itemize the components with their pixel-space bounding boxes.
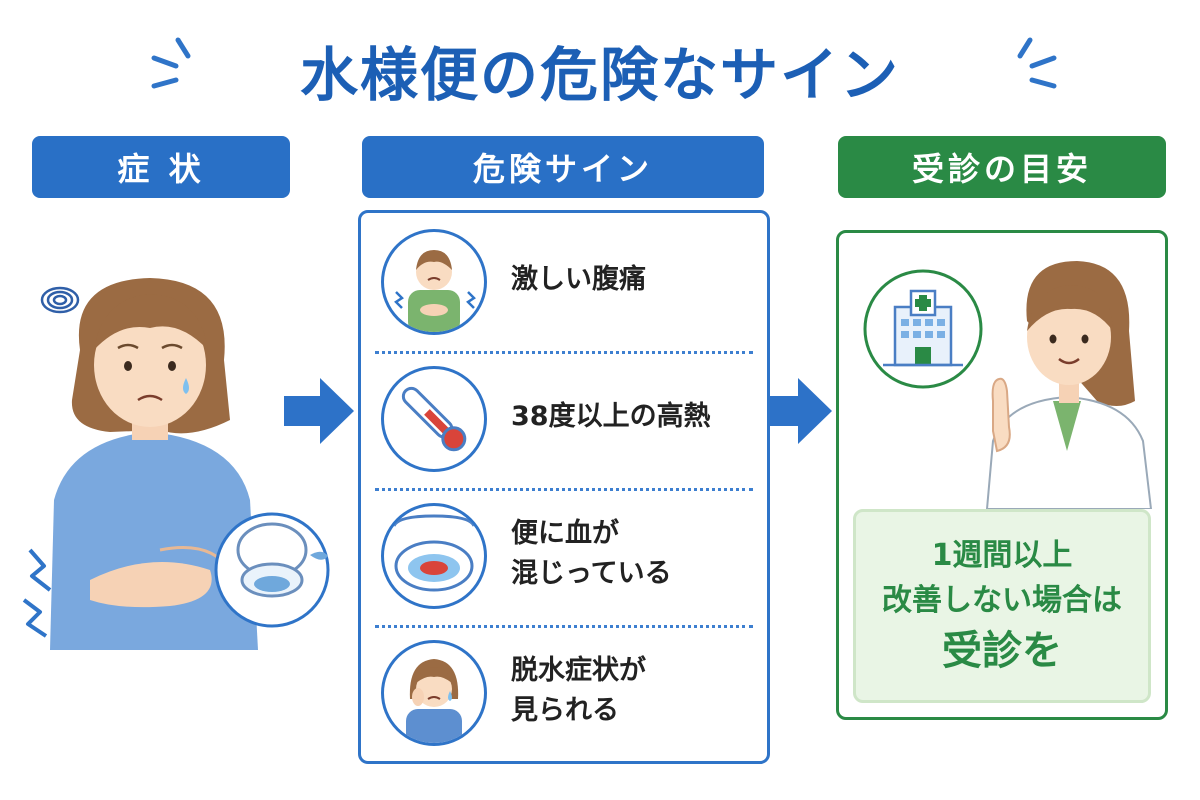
sign-text: 脱水症状が 見られる: [511, 624, 761, 757]
sign-line: 38度以上の高熱: [511, 400, 711, 432]
sign-text: 便に血が 混じっている: [511, 487, 761, 620]
sign-line: 混じっている: [511, 557, 672, 589]
toilet-icon: [214, 512, 330, 628]
danger-signs-panel: 激しい腹痛 38度以上の高熱: [358, 210, 770, 764]
sign-text: 38度以上の高熱: [511, 350, 761, 483]
advice-line-1: 1週間以上: [931, 538, 1073, 573]
sign-text: 激しい腹痛: [511, 213, 761, 346]
dehydration-icon: [381, 640, 487, 746]
list-item: 脱水症状が 見られる: [361, 624, 767, 757]
bloody-stool-icon: [381, 503, 487, 609]
woman-stomach-ache-illustration: [22, 278, 330, 650]
stomach-pain-icon: [381, 229, 487, 335]
right-sparkle-icon: [1017, 37, 1057, 89]
page-title: 水様便の危険なサイン: [299, 41, 900, 109]
symptoms-header: 症 状: [32, 136, 290, 198]
advice-box: 1週間以上 改善しない場合は 受診を: [853, 509, 1151, 703]
hospital-icon: [863, 269, 983, 389]
sign-line: 激しい腹痛: [511, 263, 646, 295]
divider: [375, 351, 753, 354]
sign-line: 便に血が: [511, 518, 619, 550]
list-item: 便に血が 混じっている: [361, 487, 767, 620]
advice-line-2: 改善しない場合は: [882, 583, 1122, 618]
divider: [375, 625, 753, 628]
right-arrow-icon: [284, 378, 354, 444]
divider: [375, 488, 753, 491]
right-arrow-icon-2: [766, 378, 832, 444]
dizzy-swirl-icon: [40, 286, 80, 314]
sign-line: 脱水症状が: [511, 655, 646, 687]
left-sparkle-icon: [151, 37, 191, 89]
list-item: 38度以上の高熱: [361, 350, 767, 483]
list-item: 激しい腹痛: [361, 213, 767, 346]
danger-signs-header: 危険サイン: [362, 136, 764, 198]
doctor-illustration: [985, 261, 1153, 509]
advice-line-3: 受診を: [942, 628, 1062, 674]
visit-guideline-panel: 1週間以上 改善しない場合は 受診を: [836, 230, 1168, 720]
thermometer-icon: [381, 366, 487, 472]
visit-guideline-header: 受診の目安: [838, 136, 1166, 198]
sign-line: 見られる: [511, 694, 619, 726]
